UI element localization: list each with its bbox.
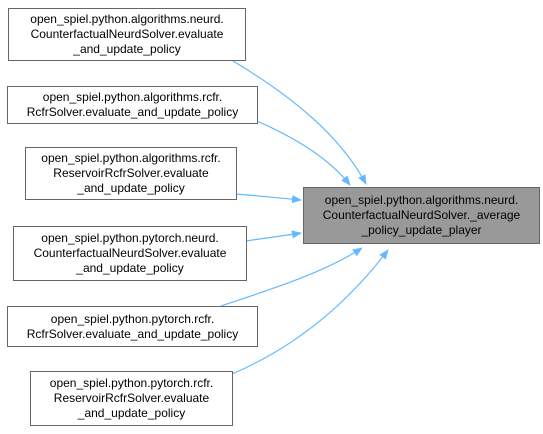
caller-node-3[interactable]: open_spiel.python.algorithms.rcfr. Reser…	[25, 147, 237, 200]
edge-caller-1	[232, 60, 367, 185]
caller-node-6-line-1: open_spiel.python.pytorch.rcfr.	[49, 376, 214, 390]
edge-caller-3	[235, 193, 302, 204]
caller-node-5-line-1: open_spiel.python.pytorch.rcfr.	[50, 311, 215, 326]
target-node: open_spiel.python.algorithms.neurd. Coun…	[303, 187, 540, 244]
caller-node-1-line-3: _and_update_policy	[73, 42, 181, 56]
target-node-line-2: CounterfactualNeurdSolver._average	[322, 208, 521, 222]
caller-node-6-line-2: ReservoirRcfrSolver.evaluate	[53, 391, 210, 405]
caller-node-4[interactable]: open_spiel.python.pytorch.neurd. Counter…	[13, 226, 247, 281]
caller-node-4-line-1: open_spiel.python.pytorch.neurd.	[41, 231, 219, 245]
caller-node-4-line-2: CounterfactualNeurdSolver.evaluate	[33, 246, 227, 260]
edge-caller-6	[231, 249, 389, 375]
caller-node-2-line-2: RcfrSolver.evaluate_and_update_policy	[26, 105, 239, 119]
caller-node-3-line-1: open_spiel.python.algorithms.rcfr.	[41, 151, 221, 165]
edge-caller-2	[256, 120, 351, 186]
target-node-line-1: open_spiel.python.algorithms.neurd.	[324, 193, 519, 207]
caller-node-2-line-1: open_spiel.python.algorithms.rcfr.	[42, 90, 223, 104]
edge-caller-5	[220, 247, 363, 307]
caller-node-1[interactable]: open_spiel.python.algorithms.neurd. Coun…	[8, 8, 246, 61]
caller-node-3-line-2: ReservoirRcfrSolver.evaluate	[53, 166, 209, 180]
caller-node-5-line-2: RcfrSolver.evaluate_and_update_policy	[26, 326, 239, 341]
target-node-line-3: _policy_update_player	[361, 223, 482, 237]
caller-node-2[interactable]: open_spiel.python.algorithms.rcfr. RcfrS…	[7, 86, 258, 124]
caller-node-4-line-3: _and_update_policy	[76, 261, 184, 275]
caller-node-1-line-2: CounterfactualNeurdSolver.evaluate	[30, 27, 224, 41]
caller-node-1-line-1: open_spiel.python.algorithms.neurd.	[30, 12, 224, 26]
caller-node-6[interactable]: open_spiel.python.pytorch.rcfr. Reservoi…	[30, 371, 233, 426]
caller-node-5[interactable]: open_spiel.python.pytorch.rcfr. RcfrSolv…	[7, 306, 258, 347]
caller-node-6-line-3: _and_update_policy	[77, 406, 186, 420]
edge-caller-4	[245, 230, 302, 242]
caller-node-3-line-3: _and_update_policy	[77, 181, 185, 195]
